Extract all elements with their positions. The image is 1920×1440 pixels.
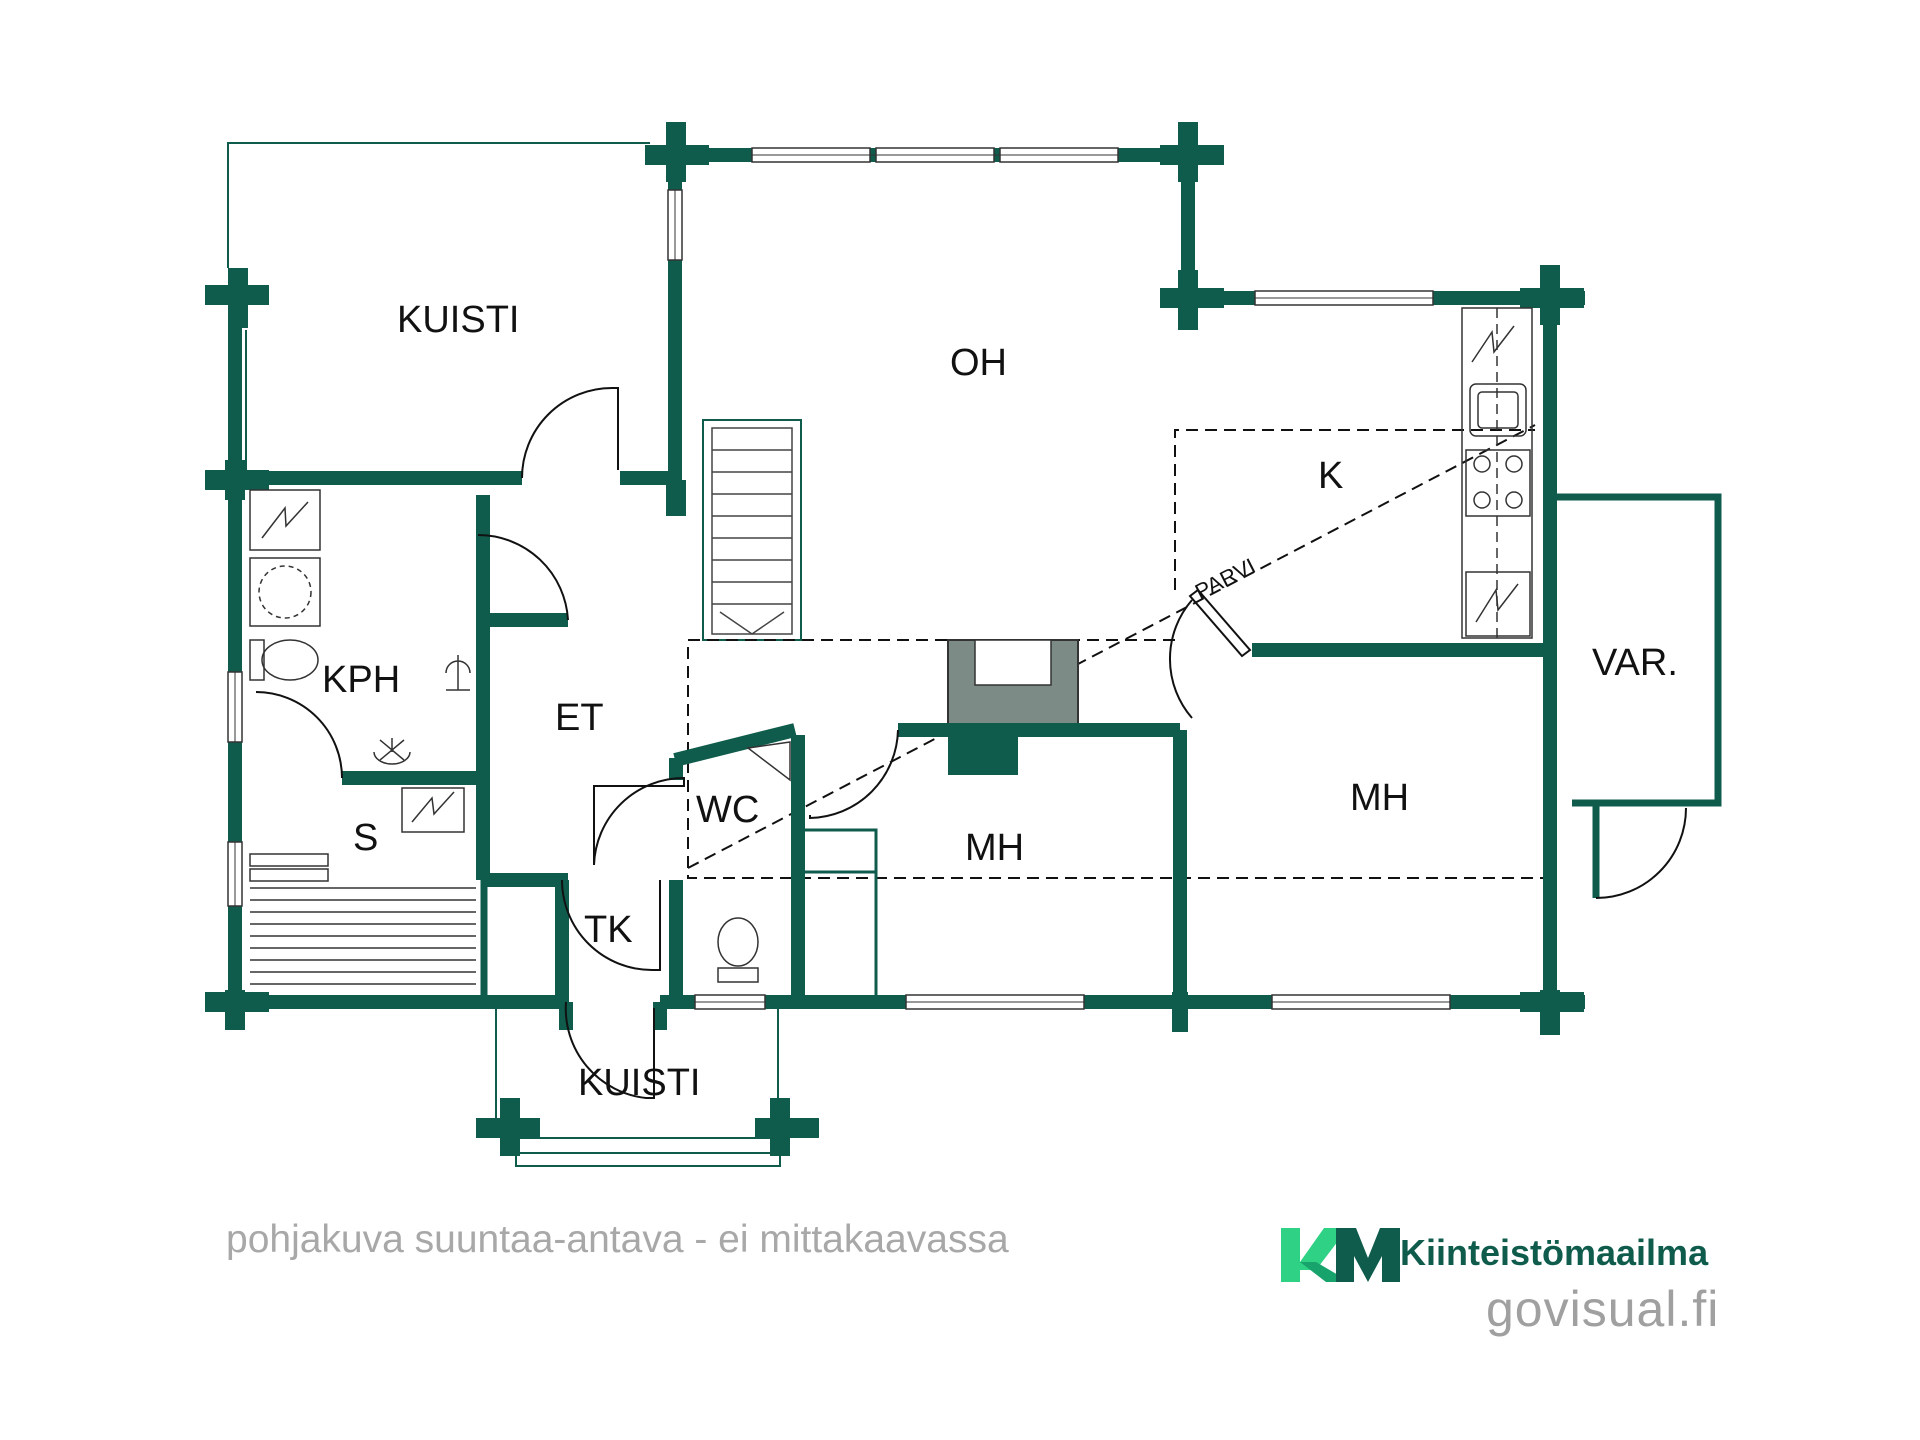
stove: [1465, 449, 1531, 517]
sauna-benches: [249, 853, 476, 985]
loft-dashed-lines: [687, 424, 1545, 879]
electrical-cabinet-kph: [249, 489, 321, 551]
logo-k-light: [1281, 1228, 1348, 1282]
room-label-parvi: PARVI: [1191, 553, 1259, 604]
door-kuisti-et: [521, 387, 619, 479]
room-label-kuisti-bottom: KUISTI: [578, 1062, 700, 1104]
door-var: [1595, 807, 1687, 899]
toilet-wc: [717, 917, 759, 967]
fridge-electric-icon: [1471, 325, 1515, 363]
room-label-oh: OH: [950, 342, 1007, 384]
door-tk: [561, 879, 661, 971]
washer-drum-icon: [258, 565, 312, 619]
room-label-k: K: [1318, 455, 1343, 497]
door-swings: [255, 387, 1687, 1099]
logo-m: [1336, 1228, 1400, 1282]
plan-disclaimer: pohjakuva suuntaa-antava - ei mittakaava…: [226, 1218, 1009, 1261]
stove-electric-icon: [411, 791, 455, 823]
top-porch-outline: [227, 142, 650, 268]
thin-walls: [480, 828, 878, 1004]
room-label-mh-left: MH: [965, 827, 1024, 869]
washer: [249, 557, 321, 627]
door-mh-right-leaf: [1188, 588, 1252, 658]
room-label-wc: WC: [696, 789, 759, 831]
brand-name: Kiinteistömaailma: [1400, 1232, 1709, 1273]
stair-treads: [711, 427, 793, 635]
room-label-s: S: [353, 817, 378, 859]
room-label-tk: TK: [584, 909, 633, 951]
door-mh-left: [809, 729, 899, 820]
electric-icon: [261, 501, 309, 539]
sink-icon: [373, 738, 411, 765]
door-s: [255, 691, 343, 779]
wardrobe: [798, 828, 878, 1002]
loft-edge-upper: [1174, 429, 1535, 590]
room-label-var: VAR.: [1592, 642, 1678, 684]
walls: [205, 122, 1585, 1035]
loft-edge-lower: [687, 639, 1545, 879]
room-label-kph: KPH: [322, 659, 400, 701]
room-label-et: ET: [555, 697, 604, 739]
km-logo: [1281, 1228, 1400, 1282]
room-label-mh-right: MH: [1350, 777, 1409, 819]
door-kph: [477, 533, 569, 621]
toilet-kph: [261, 639, 319, 681]
tk-closet: [480, 878, 568, 1004]
room-label-kuisti-top: KUISTI: [397, 299, 519, 341]
sauna-stove: [401, 787, 465, 833]
fireplace-opening: [974, 639, 1052, 686]
window-glazing-lines: [234, 154, 1450, 1003]
oven-electric-icon: [1475, 583, 1519, 623]
kitchen-sink: [1469, 383, 1527, 437]
fixtures: [249, 307, 1533, 983]
door-front: [564, 1001, 655, 1099]
oven: [1465, 571, 1531, 637]
loft-diagonal: [687, 424, 1536, 869]
thin-outlines: [227, 142, 802, 1167]
windows: [227, 147, 1451, 1010]
corner-posts: [205, 122, 1584, 1156]
var-outline: [1556, 493, 1722, 807]
stair-outline: [702, 419, 802, 641]
credit-text: govisual.fi: [1486, 1281, 1720, 1337]
door-wc: [593, 776, 685, 866]
wc-sink: [746, 741, 791, 782]
wall-wc-top: [673, 723, 797, 767]
shower-icon: [445, 655, 471, 691]
chimney-base: [948, 735, 1018, 775]
door-mh-right: [1169, 599, 1193, 719]
fireplace: [947, 639, 1079, 775]
var-walls: [1556, 493, 1722, 898]
